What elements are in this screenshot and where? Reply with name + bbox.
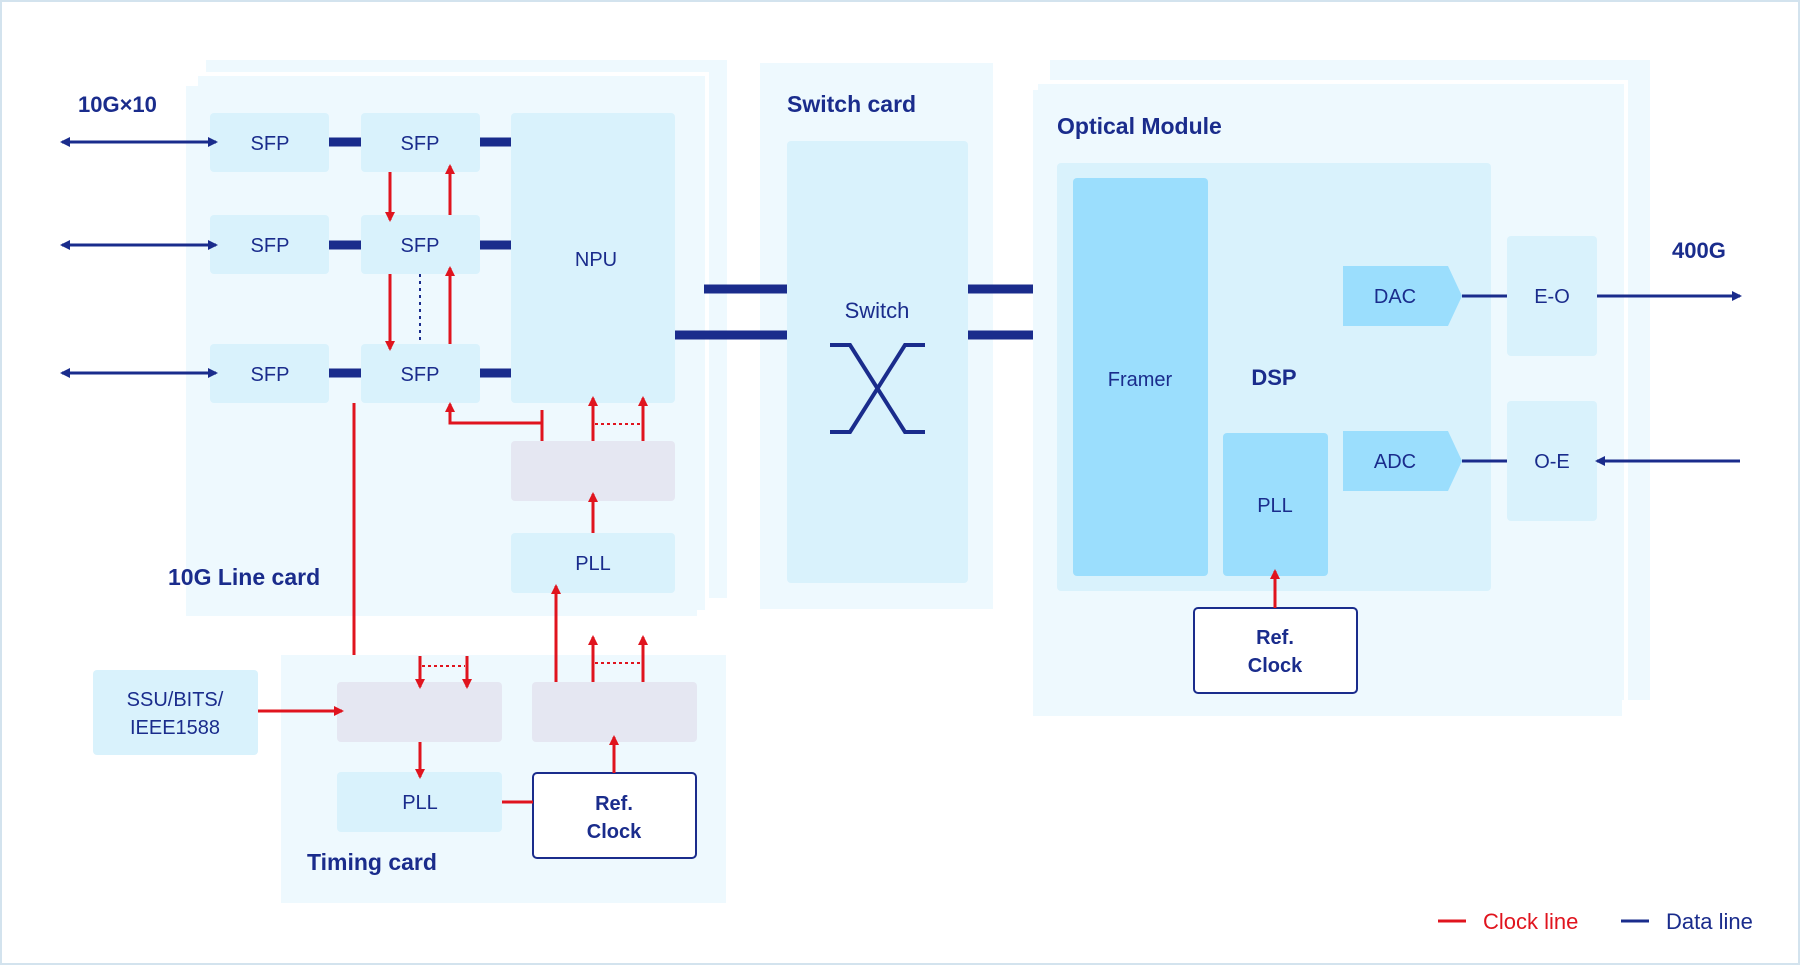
sfp-right-3 xyxy=(361,344,480,403)
timing-card-title: Timing card xyxy=(307,849,437,875)
eo-label: E-O xyxy=(1534,286,1570,308)
line-card-pll xyxy=(511,533,675,593)
timing-card-group: Timing card SSU/BITS/ IEEE1588 PLL Ref. … xyxy=(93,584,726,903)
eo-block xyxy=(1507,236,1597,356)
line-card-clock-buffer xyxy=(511,441,675,501)
timing-pll-block xyxy=(337,772,502,832)
timing-ref-clock-block xyxy=(532,772,697,859)
sfp-right-2 xyxy=(361,215,480,274)
dsp-pll-label: PLL xyxy=(1257,495,1293,517)
external-source-line1: SSU/BITS/ xyxy=(127,689,224,711)
framer-label: Framer xyxy=(1108,369,1173,391)
npu-label: NPU xyxy=(575,249,617,271)
sfp-left-2 xyxy=(210,215,329,274)
sfp-right-3-label: SFP xyxy=(401,364,440,386)
oe-label: O-E xyxy=(1534,451,1570,473)
line-card-pll-label: PLL xyxy=(575,553,611,575)
adc-block xyxy=(1343,431,1462,491)
legend: Clock line Data line xyxy=(1438,909,1753,934)
optical-module-title: Optical Module xyxy=(1057,113,1222,139)
switch-crossbar-icon xyxy=(830,343,925,434)
sfp-left-3-label: SFP xyxy=(251,364,290,386)
optical-speed-label: 400G xyxy=(1672,238,1726,263)
external-source-block xyxy=(93,670,258,755)
dsp-label: DSP xyxy=(1251,365,1296,390)
sfp-left-1-label: SFP xyxy=(251,133,290,155)
dsp-pll-block xyxy=(1223,433,1328,576)
timing-selector-block xyxy=(337,682,502,742)
sfp-right-1-label: SFP xyxy=(401,133,440,155)
clock-dist-to-sfp xyxy=(445,402,544,441)
sfp-left-2-label: SFP xyxy=(251,235,290,257)
optical-ref-clock-block xyxy=(1193,607,1358,694)
timing-ref-clock-line2: Clock xyxy=(587,821,642,843)
framer-block xyxy=(1073,178,1208,576)
legend-clock-label: Clock line xyxy=(1483,909,1578,934)
switch-block xyxy=(787,141,968,583)
sfp-left-1 xyxy=(210,113,329,172)
optical-ref-clock-line1: Ref. xyxy=(1256,627,1294,649)
external-source-line2: IEEE1588 xyxy=(130,717,220,739)
dac-label: DAC xyxy=(1374,286,1416,308)
optical-ref-clock-line2: Clock xyxy=(1248,655,1303,677)
oe-block xyxy=(1507,401,1597,521)
npu-block xyxy=(511,113,675,403)
legend-data-label: Data line xyxy=(1666,909,1753,934)
timing-pll-label: PLL xyxy=(402,792,438,814)
timing-ref-clock-line1: Ref. xyxy=(595,793,633,815)
optical-module-group: Optical Module DSP Framer PLL DAC ADC E-… xyxy=(1033,60,1742,716)
line-card-group: 10G×10 10G Line card SFP SFP SFP SFP SFP… xyxy=(60,60,727,688)
sfp-right-1 xyxy=(361,113,480,172)
sfp-right-2-label: SFP xyxy=(401,235,440,257)
sfp-left-3 xyxy=(210,344,329,403)
timing-distribution-block xyxy=(532,682,697,742)
switch-card-group: Switch card Switch xyxy=(675,63,1073,609)
adc-label: ADC xyxy=(1374,451,1416,473)
switch-label: Switch xyxy=(845,298,910,323)
line-card-title: 10G Line card xyxy=(168,564,320,590)
dac-block xyxy=(1343,266,1462,326)
port-count-label: 10G×10 xyxy=(78,92,157,117)
switch-card-title: Switch card xyxy=(787,91,916,117)
